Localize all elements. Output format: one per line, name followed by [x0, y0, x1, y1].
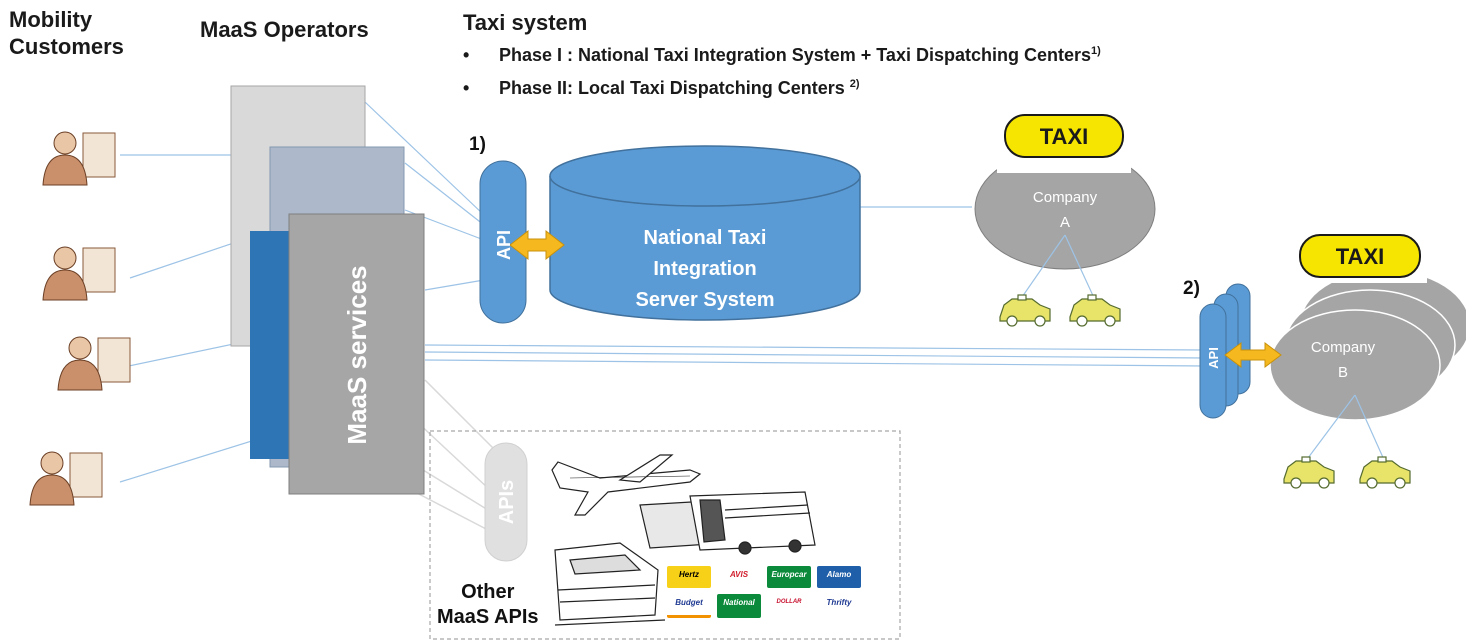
bus-icon: [639, 491, 816, 555]
server-line1: National Taxi: [644, 227, 767, 249]
phase-2-text: Phase II: Local Taxi Dispatching Centers: [499, 78, 850, 98]
customer-links: [109, 101, 1206, 483]
server-line2: Integration: [653, 258, 756, 280]
logo-budget: Budget: [667, 593, 711, 618]
other-apis-line2: MaaS APIs: [437, 606, 539, 628]
api-label-b: API: [1206, 347, 1221, 369]
airplane-icon: [551, 454, 702, 516]
maas-services-label: MaaS services: [342, 265, 372, 444]
other-apis-line1: Other: [461, 581, 515, 603]
phase-2-note: 2): [849, 78, 860, 90]
server-line3: Server System: [636, 289, 775, 311]
logo-dollar: DOLLAR: [767, 593, 811, 618]
logo-thrifty: Thrifty: [817, 593, 861, 618]
phase-1-text: Phase I : National Taxi Integration Syst…: [499, 45, 1091, 65]
apis-label: APIs: [496, 480, 518, 524]
logo-national: National: [717, 593, 761, 618]
marker-2: 2): [1183, 278, 1200, 299]
company-b-ellipse: [1269, 309, 1441, 421]
logo-avis: AVIS: [717, 566, 761, 588]
company-a-line1: Company: [1033, 189, 1098, 206]
api-label: API: [494, 230, 514, 260]
phase-1-note: 1): [1091, 45, 1101, 57]
logo-europcar: Europcar: [767, 566, 811, 588]
double-arrow-server: [509, 229, 565, 261]
train-icon: [554, 542, 666, 626]
customer-icon-1: [42, 131, 116, 186]
phase-2: •Phase II: Local Taxi Dispatching Center…: [463, 78, 860, 98]
server-cylinder: [549, 145, 861, 321]
taxi-sign-a: TAXI: [997, 105, 1131, 173]
rental-logos: Hertz AVIS Europcar Alamo Budget Nationa…: [667, 566, 863, 618]
taxi-sign-a-text: TAXI: [1040, 124, 1088, 149]
logo-hertz: Hertz: [667, 566, 711, 588]
logo-alamo: Alamo: [817, 566, 861, 588]
double-arrow-b: [1224, 342, 1282, 368]
apis-capsule: [484, 442, 528, 562]
header-operators: MaaS Operators: [200, 17, 369, 42]
operator-panel-accent: [250, 231, 290, 459]
maas-services-panel: [288, 213, 425, 495]
other-apis-box: [429, 430, 901, 640]
customer-icon-4: [29, 451, 103, 506]
company-b-line2: B: [1338, 364, 1348, 381]
taxi-sign-b: TAXI: [1293, 215, 1427, 283]
company-b-line1: Company: [1311, 339, 1376, 356]
header-taxi-system: Taxi system: [463, 10, 588, 35]
header-customers: Mobility Customers: [9, 7, 124, 59]
taxi-sign-b-text: TAXI: [1336, 244, 1384, 269]
company-a-line2: A: [1060, 214, 1070, 231]
api-capsule-b: [1199, 303, 1227, 419]
customer-icon-2: [42, 246, 116, 301]
other-apis-label: Other MaaS APIs: [437, 580, 539, 630]
marker-1: 1): [469, 134, 486, 155]
taxi-car-icon: [999, 294, 1411, 489]
phase-1: •Phase I : National Taxi Integration Sys…: [463, 45, 1101, 65]
customer-icon-3: [57, 336, 131, 391]
